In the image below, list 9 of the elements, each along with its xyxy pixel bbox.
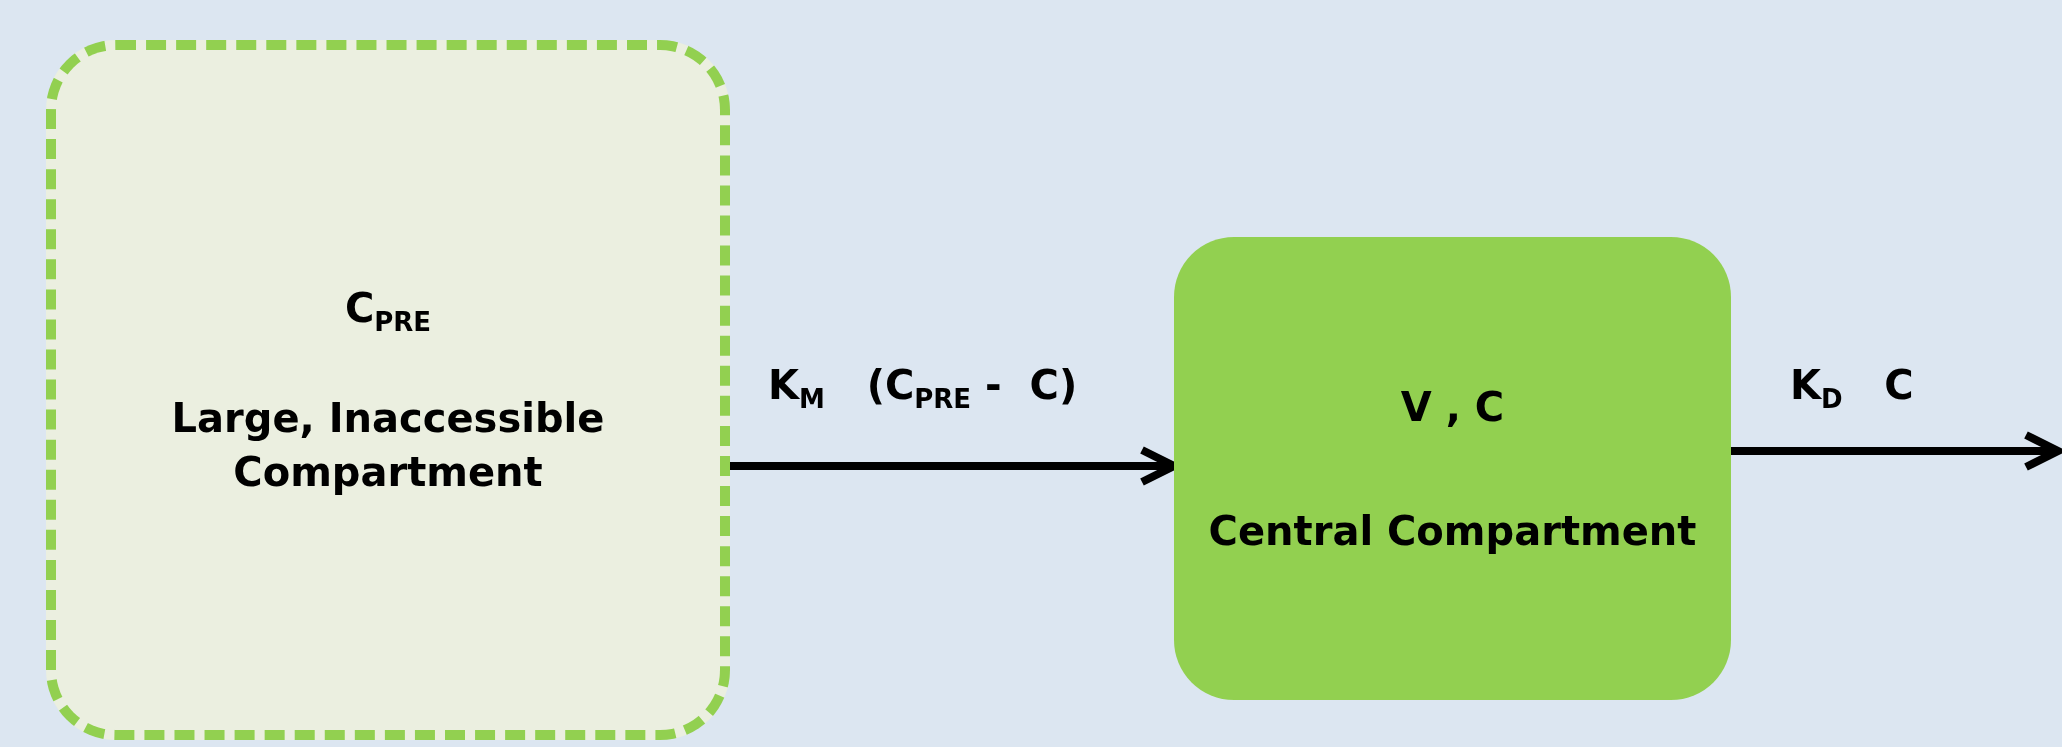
concentration-symbol: C$_{PRE}$	[344, 284, 432, 340]
rate-label: K$_{M}$ (C$_{PRE}$ - C)	[768, 362, 1078, 414]
compartment-label: Central Compartment	[1208, 506, 1697, 556]
compartment-box	[1174, 237, 1731, 700]
volume-concentration-label: V , C	[1400, 382, 1505, 432]
compartment-label: Large, Inaccessible Compartment	[170, 393, 606, 497]
compartment-box	[46, 40, 730, 740]
rate-label: K$_{D}$ C	[1790, 362, 1914, 414]
arrow	[1731, 431, 2062, 471]
